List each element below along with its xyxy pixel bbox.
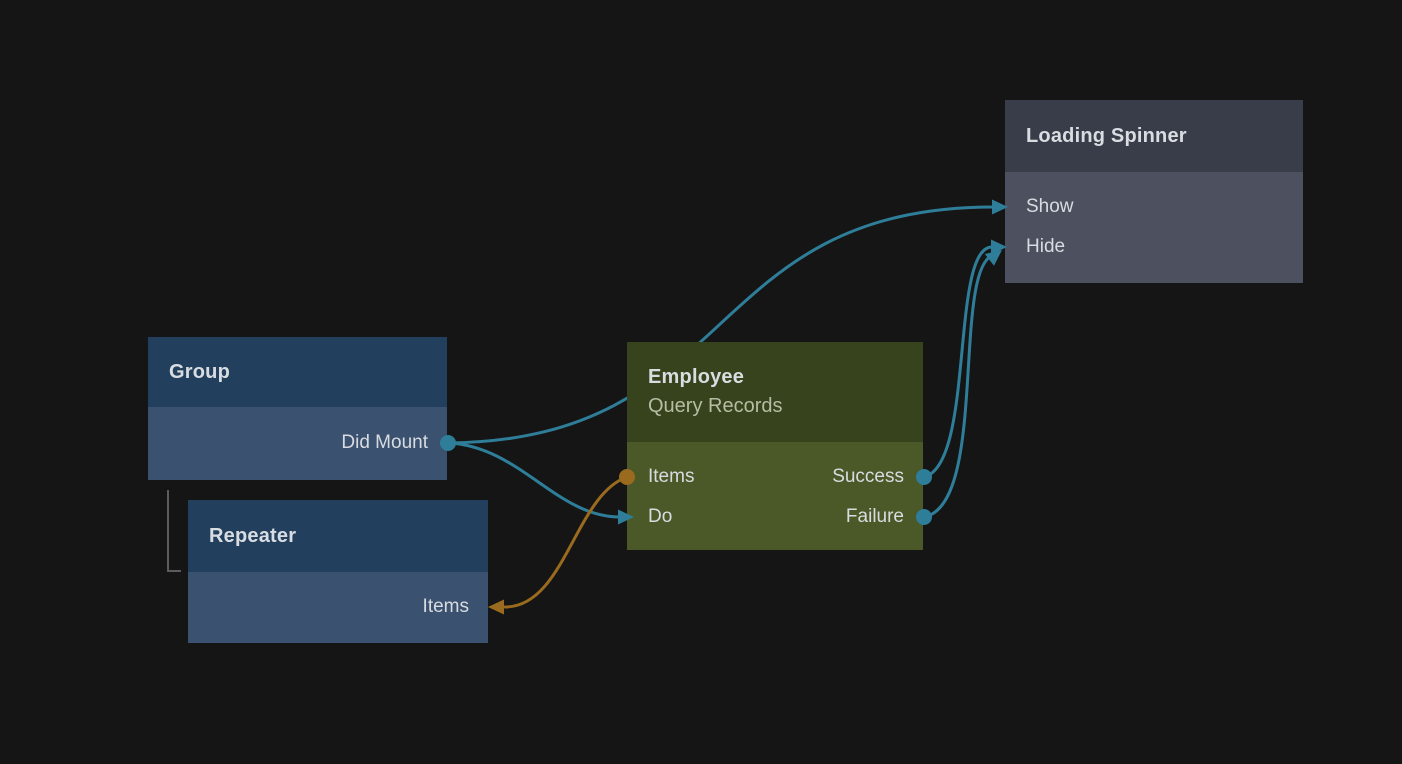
- port-spinner-show[interactable]: Show: [1026, 196, 1074, 217]
- node-repeater[interactable]: Repeater Items: [188, 500, 488, 643]
- port-employee-success[interactable]: Success: [832, 466, 904, 487]
- port-employee-failure[interactable]: Failure: [845, 506, 904, 527]
- port-employee-do[interactable]: Do: [648, 506, 673, 527]
- node-group-title: Group: [169, 360, 230, 383]
- node-loading-spinner-body: Show Hide: [1005, 172, 1303, 283]
- port-group-did-mount[interactable]: Did Mount: [341, 432, 428, 453]
- port-spinner-hide[interactable]: Hide: [1026, 236, 1066, 257]
- node-group-body: Did Mount: [148, 407, 447, 480]
- edge-items-items[interactable]: [503, 475, 629, 609]
- node-employee-title: Employee: [648, 366, 745, 388]
- node-employee-subtitle: Query Records: [648, 395, 783, 417]
- node-loading-spinner[interactable]: Loading Spinner Show Hide: [1005, 100, 1303, 283]
- node-repeater-title: Repeater: [209, 524, 297, 547]
- edge-success-hide[interactable]: [922, 245, 994, 479]
- node-employee-header[interactable]: Employee Query Records: [627, 342, 923, 442]
- arrowhead-hide-2-icon: [984, 250, 1002, 266]
- node-repeater-header[interactable]: Repeater: [188, 500, 488, 572]
- node-group[interactable]: Group Did Mount: [148, 337, 447, 480]
- edge-failure-hide[interactable]: [922, 253, 995, 519]
- port-employee-items[interactable]: Items: [648, 466, 695, 487]
- hierarchy-elbow-line: [167, 490, 181, 572]
- node-employee[interactable]: Employee Query Records Items Do Success …: [627, 342, 923, 550]
- node-loading-spinner-title: Loading Spinner: [1026, 124, 1187, 147]
- node-repeater-body: Items: [188, 572, 488, 643]
- node-employee-body: Items Do Success Failure: [627, 442, 923, 550]
- port-repeater-items[interactable]: Items: [422, 596, 469, 617]
- arrowhead-repeater-items-icon: [488, 599, 504, 615]
- node-loading-spinner-header[interactable]: Loading Spinner: [1005, 100, 1303, 172]
- node-group-header[interactable]: Group: [148, 337, 447, 407]
